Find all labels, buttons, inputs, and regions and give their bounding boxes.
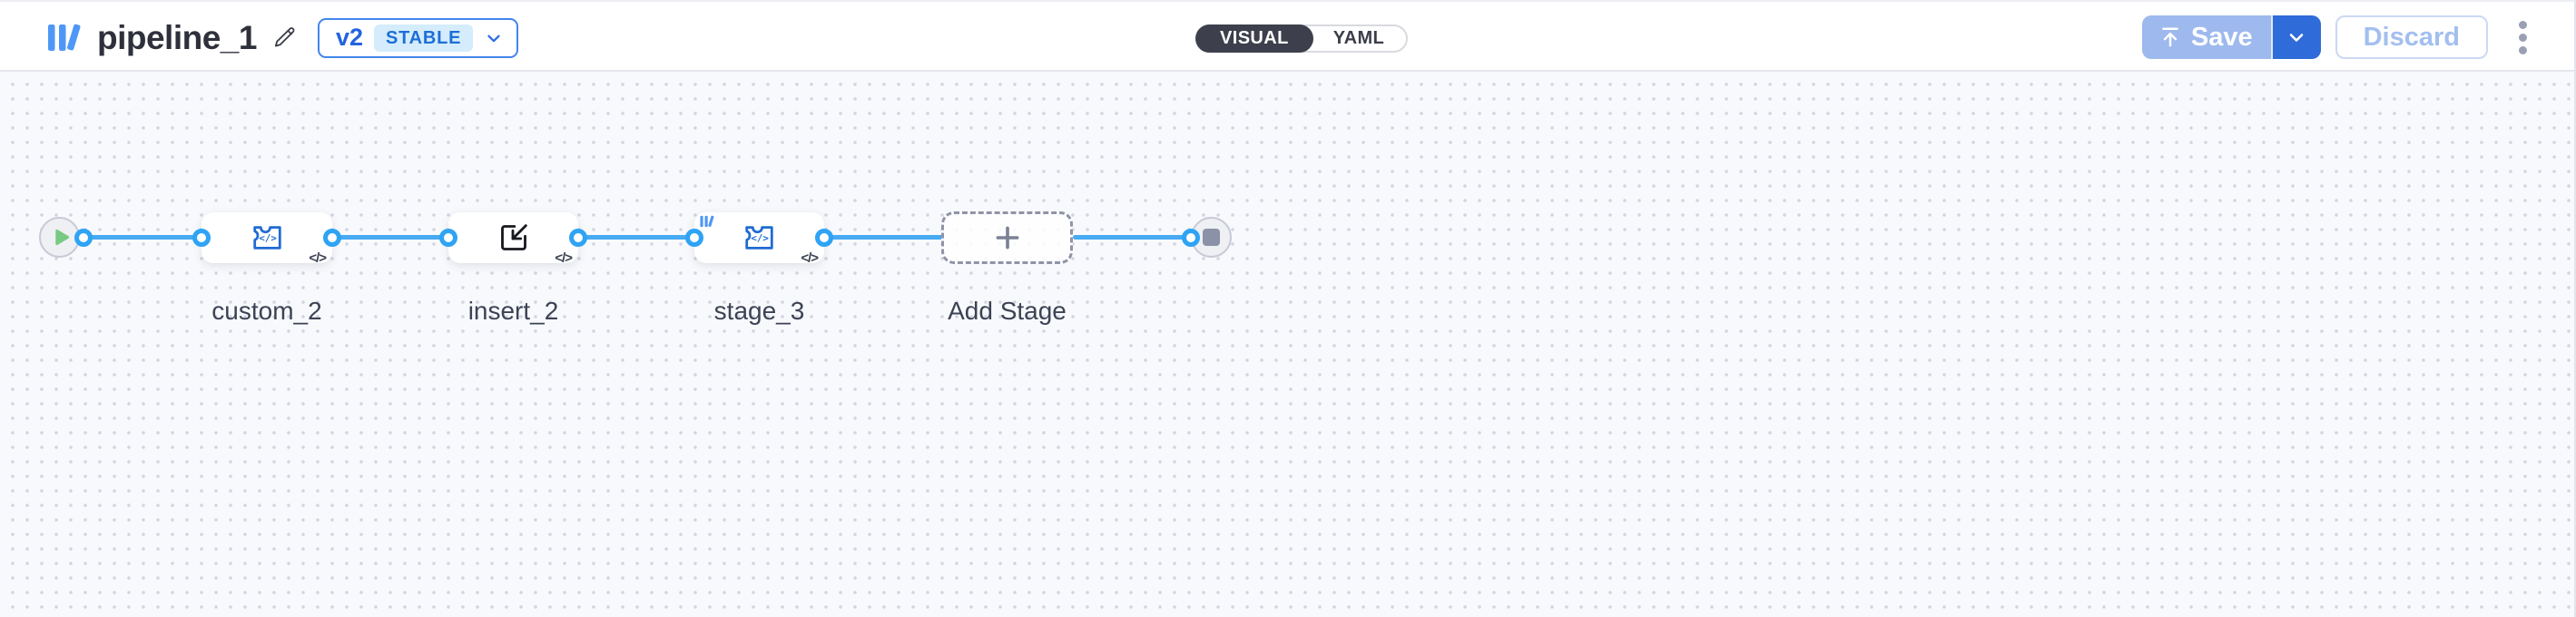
edge-custom2-insert2	[332, 235, 448, 240]
save-button[interactable]: Save	[2141, 15, 2271, 59]
stop-icon	[1203, 229, 1220, 246]
start-node[interactable]	[39, 217, 80, 258]
save-split-button: Save	[2141, 15, 2321, 59]
add-stage-node[interactable]	[941, 211, 1073, 264]
app-logo-icon	[48, 24, 81, 51]
svg-text:</>: </>	[259, 232, 277, 244]
view-mode-toggle: VISUAL YAML	[1195, 24, 1409, 53]
version-label: v2	[335, 24, 363, 51]
node-label-add-stage: Add Stage	[948, 297, 1067, 325]
pipeline-canvas[interactable]: </> </> </> </>	[0, 72, 2574, 617]
stage-node-stage_3[interactable]: </> </>	[694, 212, 824, 266]
logo-icon	[700, 215, 715, 228]
header-left: pipeline_1 v2 STABLE	[47, 2, 519, 73]
svg-text:</>: </>	[751, 232, 769, 244]
save-options-button[interactable]	[2270, 15, 2321, 59]
kebab-dot	[2519, 20, 2527, 29]
insert-arrow-icon	[500, 224, 527, 250]
edge-start-custom2	[84, 235, 202, 240]
header-actions: Save Discard	[2141, 15, 2532, 60]
code-badge: </>	[801, 250, 819, 266]
upload-arrow-icon	[2162, 27, 2178, 47]
tab-visual[interactable]: VISUAL	[1195, 24, 1313, 53]
edge-addstage-end	[1073, 235, 1191, 240]
page-title: pipeline_1	[97, 18, 257, 56]
header: pipeline_1 v2 STABLE VISUAL YAML	[0, 0, 2574, 72]
connector-port[interactable]	[192, 229, 211, 247]
connector-port[interactable]	[685, 229, 703, 247]
save-button-label: Save	[2190, 22, 2253, 52]
discard-button[interactable]: Discard	[2335, 15, 2488, 59]
play-icon	[55, 229, 70, 246]
chevron-down-icon	[2289, 34, 2304, 42]
connector-port[interactable]	[815, 229, 833, 247]
stage-node-custom_2[interactable]: </> </>	[202, 212, 332, 266]
connector-port[interactable]	[1182, 229, 1200, 247]
kebab-dot	[2519, 45, 2527, 54]
node-label-insert_2: insert_2	[467, 297, 559, 325]
edge-insert2-stage3	[578, 235, 694, 240]
connector-port[interactable]	[439, 229, 457, 247]
connector-port[interactable]	[323, 229, 341, 247]
tab-yaml[interactable]: YAML	[1332, 28, 1385, 48]
node-label-stage_3: stage_3	[713, 297, 805, 325]
code-badge: </>	[309, 250, 327, 266]
code-badge: </>	[555, 250, 573, 266]
chevron-down-icon	[487, 34, 500, 42]
kebab-dot	[2519, 33, 2527, 42]
pencil-icon	[275, 27, 295, 47]
status-badge: STABLE	[374, 24, 474, 52]
puzzle-code-icon: </>	[252, 226, 281, 250]
edge-stage3-addstage	[824, 235, 944, 240]
puzzle-code-icon: </>	[745, 226, 773, 250]
node-label-custom_2: custom_2	[211, 297, 322, 325]
plus-icon	[996, 226, 1018, 250]
edit-title-button[interactable]	[269, 22, 301, 54]
stage-node-insert_2[interactable]: </>	[448, 212, 578, 266]
version-select[interactable]: v2 STABLE	[317, 17, 519, 58]
more-menu-button[interactable]	[2513, 15, 2532, 60]
connector-port[interactable]	[74, 229, 93, 247]
connector-port[interactable]	[569, 229, 587, 247]
